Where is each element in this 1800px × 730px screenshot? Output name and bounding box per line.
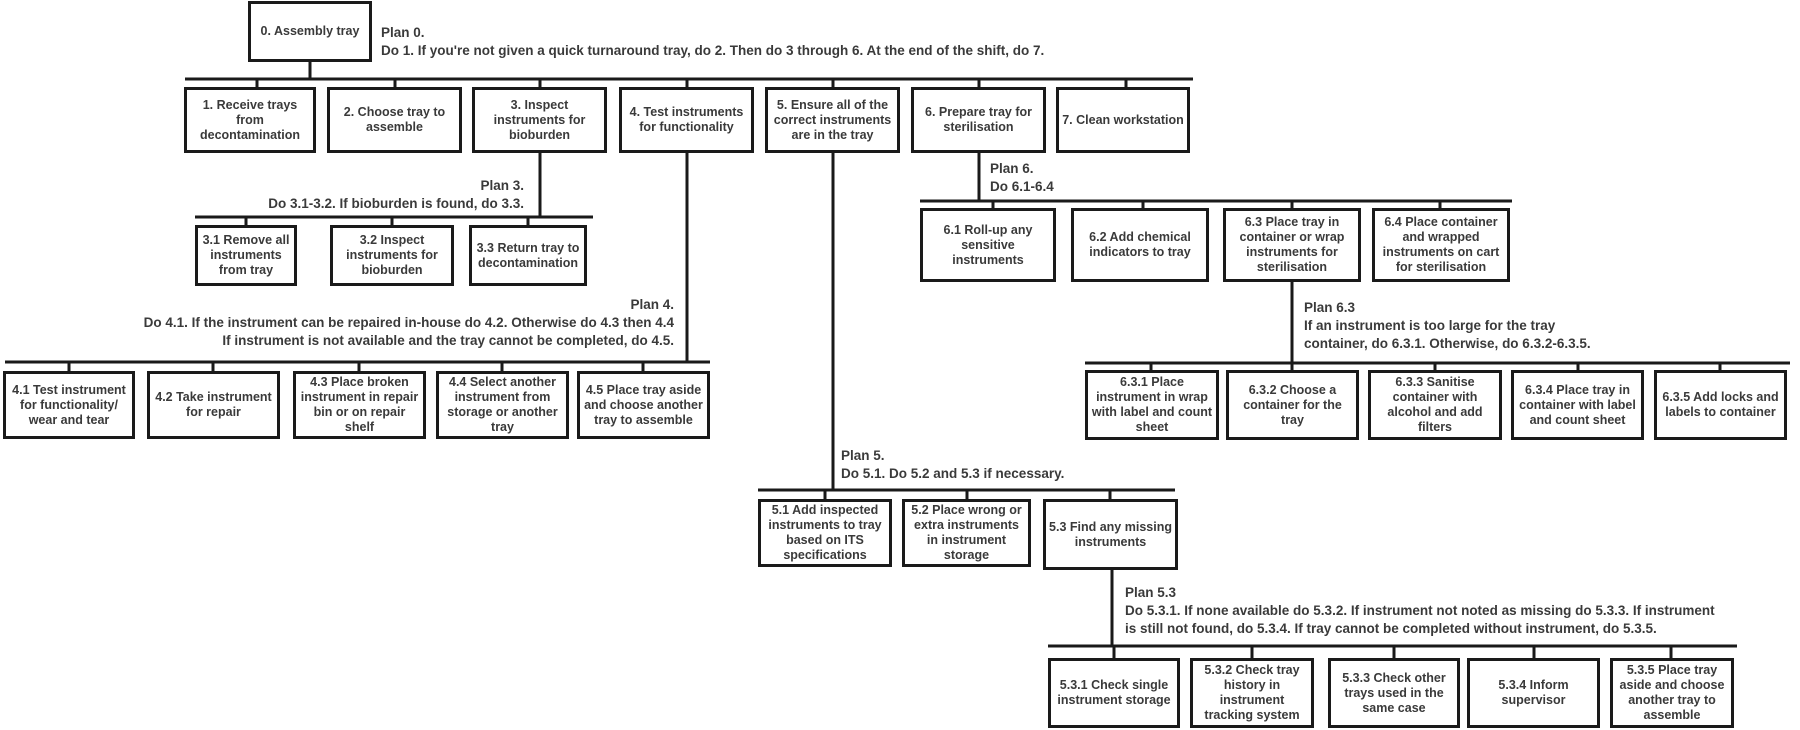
task-3-inspect-instruments: 3. Inspect instruments for bioburden [472, 87, 607, 153]
task-6-4: 6.4 Place container and wrapped instrume… [1372, 208, 1510, 282]
plan-0: Plan 0. Do 1. If you're not given a quic… [381, 24, 1044, 60]
plan-5-line-1: Do 5.1. Do 5.2 and 5.3 if necessary. [841, 466, 1065, 481]
task-6-3-4: 6.3.4 Place tray in container with label… [1511, 370, 1644, 440]
task-4-4: 4.4 Select another instrument from stora… [436, 371, 569, 439]
plan-4: Plan 4. Do 4.1. If the instrument can be… [40, 296, 674, 350]
plan-0-line-1: Do 1. If you're not given a quick turnar… [381, 43, 1045, 58]
task-4-1: 4.1 Test instrument for functionality/ w… [3, 371, 135, 439]
task-3-2: 3.2 Inspect instruments for bioburden [330, 225, 454, 286]
task-4-5: 4.5 Place tray aside and choose another … [577, 371, 710, 439]
task-5-3-4: 5.3.4 Inform supervisor [1467, 658, 1600, 728]
task-6-2: 6.2 Add chemical indicators to tray [1071, 208, 1209, 282]
plan-5-title: Plan 5. [841, 448, 885, 463]
plan-6-3-title: Plan 6.3 [1304, 300, 1356, 315]
task-6-3-5: 6.3.5 Add locks and labels to container [1654, 370, 1787, 440]
plan-6-line-1: Do 6.1-6.4 [990, 179, 1054, 194]
plan-6-3-line-2: container, do 6.3.1. Otherwise, do 6.3.2… [1304, 336, 1591, 351]
plan-6-3: Plan 6.3 If an instrument is too large f… [1304, 299, 1591, 353]
plan-6-title: Plan 6. [990, 161, 1034, 176]
task-4-2: 4.2 Take instrument for repair [147, 371, 280, 439]
task-5-1: 5.1 Add inspected instruments to tray ba… [758, 499, 892, 567]
task-5-3-1: 5.3.1 Check single instrument storage [1048, 658, 1180, 728]
task-7-clean-workstation: 7. Clean workstation [1056, 87, 1190, 153]
plan-5: Plan 5. Do 5.1. Do 5.2 and 5.3 if necess… [841, 447, 1064, 483]
task-5-3-2: 5.3.2 Check tray history in instrument t… [1190, 658, 1314, 728]
task-5-3: 5.3 Find any missing instruments [1043, 499, 1178, 570]
plan-0-title: Plan 0. [381, 25, 425, 40]
task-6-3-1: 6.3.1 Place instrument in wrap with labe… [1085, 370, 1219, 440]
task-0-assembly-tray: 0. Assembly tray [248, 1, 372, 62]
task-3-1: 3.1 Remove all instruments from tray [195, 225, 297, 286]
plan-4-title: Plan 4. [630, 297, 674, 312]
plan-3-line-1: Do 3.1-3.2. If bioburden is found, do 3.… [268, 196, 524, 211]
plan-3: Plan 3. Do 3.1-3.2. If bioburden is foun… [190, 177, 524, 213]
plan-6: Plan 6. Do 6.1-6.4 [990, 160, 1054, 196]
task-4-3: 4.3 Place broken instrument in repair bi… [293, 371, 426, 439]
task-6-1: 6.1 Roll-up any sensitive instruments [920, 208, 1056, 282]
task-6-3: 6.3 Place tray in container or wrap inst… [1223, 208, 1361, 282]
plan-4-line-1: Do 4.1. If the instrument can be repaire… [143, 315, 674, 330]
task-6-prepare-tray: 6. Prepare tray for sterilisation [911, 87, 1046, 153]
task-5-3-3: 5.3.3 Check other trays used in the same… [1328, 658, 1460, 728]
plan-5-3-title: Plan 5.3 [1125, 585, 1177, 600]
task-6-3-3: 6.3.3 Sanitise container with alcohol an… [1368, 370, 1502, 440]
task-5-2: 5.2 Place wrong or extra instruments in … [902, 499, 1031, 567]
plan-4-line-2: If instrument is not available and the t… [222, 333, 674, 348]
plan-5-3-line-2: is still not found, do 5.3.4. If tray ca… [1125, 621, 1657, 636]
plan-3-title: Plan 3. [480, 178, 524, 193]
plan-5-3: Plan 5.3 Do 5.3.1. If none available do … [1125, 584, 1715, 638]
task-5-ensure-instruments: 5. Ensure all of the correct instruments… [765, 87, 900, 153]
task-4-test-instruments: 4. Test instruments for functionality [619, 87, 754, 153]
task-6-3-2: 6.3.2 Choose a container for the tray [1226, 370, 1359, 440]
plan-6-3-line-1: If an instrument is too large for the tr… [1304, 318, 1556, 333]
task-2-choose-tray: 2. Choose tray to assemble [327, 87, 462, 153]
plan-5-3-line-1: Do 5.3.1. If none available do 5.3.2. If… [1125, 603, 1715, 618]
task-3-3: 3.3 Return tray to decontamination [469, 225, 587, 286]
task-5-3-5: 5.3.5 Place tray aside and choose anothe… [1610, 658, 1734, 728]
task-1-receive-trays: 1. Receive trays from decontamination [184, 87, 316, 153]
